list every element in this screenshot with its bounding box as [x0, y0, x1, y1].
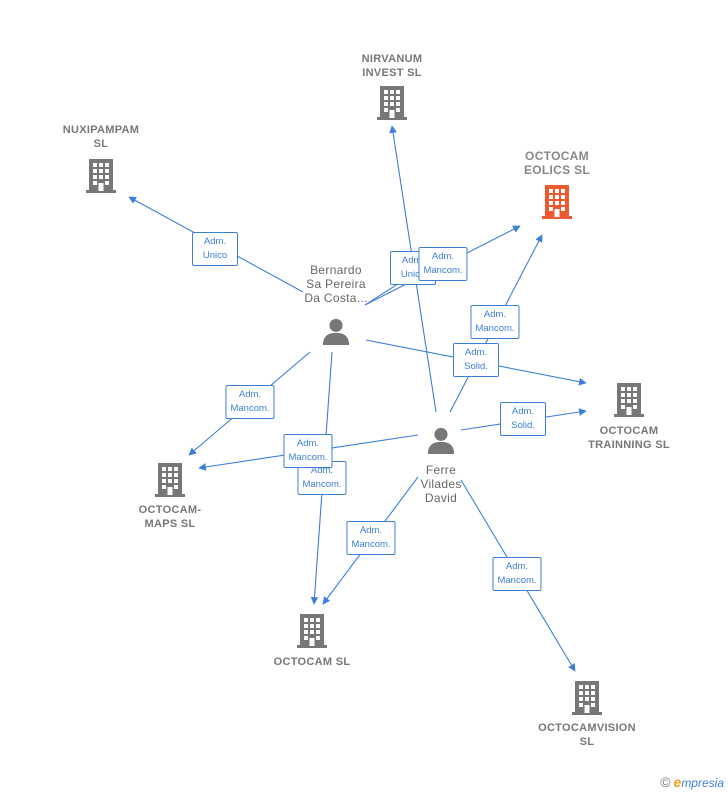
person-name-bernardo[interactable]: Bernardo Sa Pereira Da Costa... [304, 263, 368, 305]
relation-badge-ferre-octocam[interactable]: Adm. Mancom. [346, 521, 396, 555]
building-icon-nirvanum[interactable] [377, 86, 407, 120]
building-icon-maps[interactable] [155, 463, 185, 497]
copyright-symbol: © [660, 774, 671, 790]
building-icon-octocam[interactable] [297, 614, 327, 648]
relation-badge-bernardo-nuxipampam[interactable]: Adm. Unico [192, 232, 238, 266]
relation-badge-ferre-trainning[interactable]: Adm. Solid. [500, 402, 546, 436]
building-icon-nuxipampam[interactable] [86, 159, 116, 193]
company-name-nuxipampam[interactable]: NUXIPAMPAM SL [62, 124, 140, 150]
person-icon-bernardo[interactable] [322, 318, 350, 345]
company-name-eolics[interactable]: OCTOCAM EOLICS SL [523, 149, 591, 177]
relation-badge-ferre-vision[interactable]: Adm. Mancom. [492, 557, 542, 591]
building-icon-eolics[interactable] [542, 185, 572, 219]
relation-badge-bernardo-maps[interactable]: Adm. Mancom. [225, 385, 275, 419]
footer-brand: ©empresia [660, 774, 724, 790]
building-icon-vision[interactable] [572, 681, 602, 715]
person-icon-ferre[interactable] [427, 427, 455, 454]
brand-name: mpresia [681, 776, 724, 790]
brand-initial: e [673, 774, 682, 790]
relation-badge-bernardo-trainning[interactable]: Adm. Solid. [453, 343, 499, 377]
person-name-ferre[interactable]: Ferre Vilades David [420, 463, 462, 505]
relation-badge-ferre-maps[interactable]: Adm. Mancom. [283, 434, 333, 468]
company-name-trainning[interactable]: OCTOCAM TRAINNING SL [588, 425, 670, 451]
company-name-vision[interactable]: OCTOCAMVISION SL [538, 722, 636, 748]
company-name-octocam[interactable]: OCTOCAM SL [273, 656, 351, 668]
relation-badge-bernardo-eolics[interactable]: Adm. Mancom. [418, 247, 468, 281]
relation-badge-ferre-eolics[interactable]: Adm. Mancom. [470, 305, 520, 339]
company-name-maps[interactable]: OCTOCAM- MAPS SL [138, 504, 202, 530]
building-icon-trainning[interactable] [614, 383, 644, 417]
icons-layer [86, 86, 644, 715]
company-name-nirvanum[interactable]: NIRVANUM INVEST SL [361, 53, 423, 79]
